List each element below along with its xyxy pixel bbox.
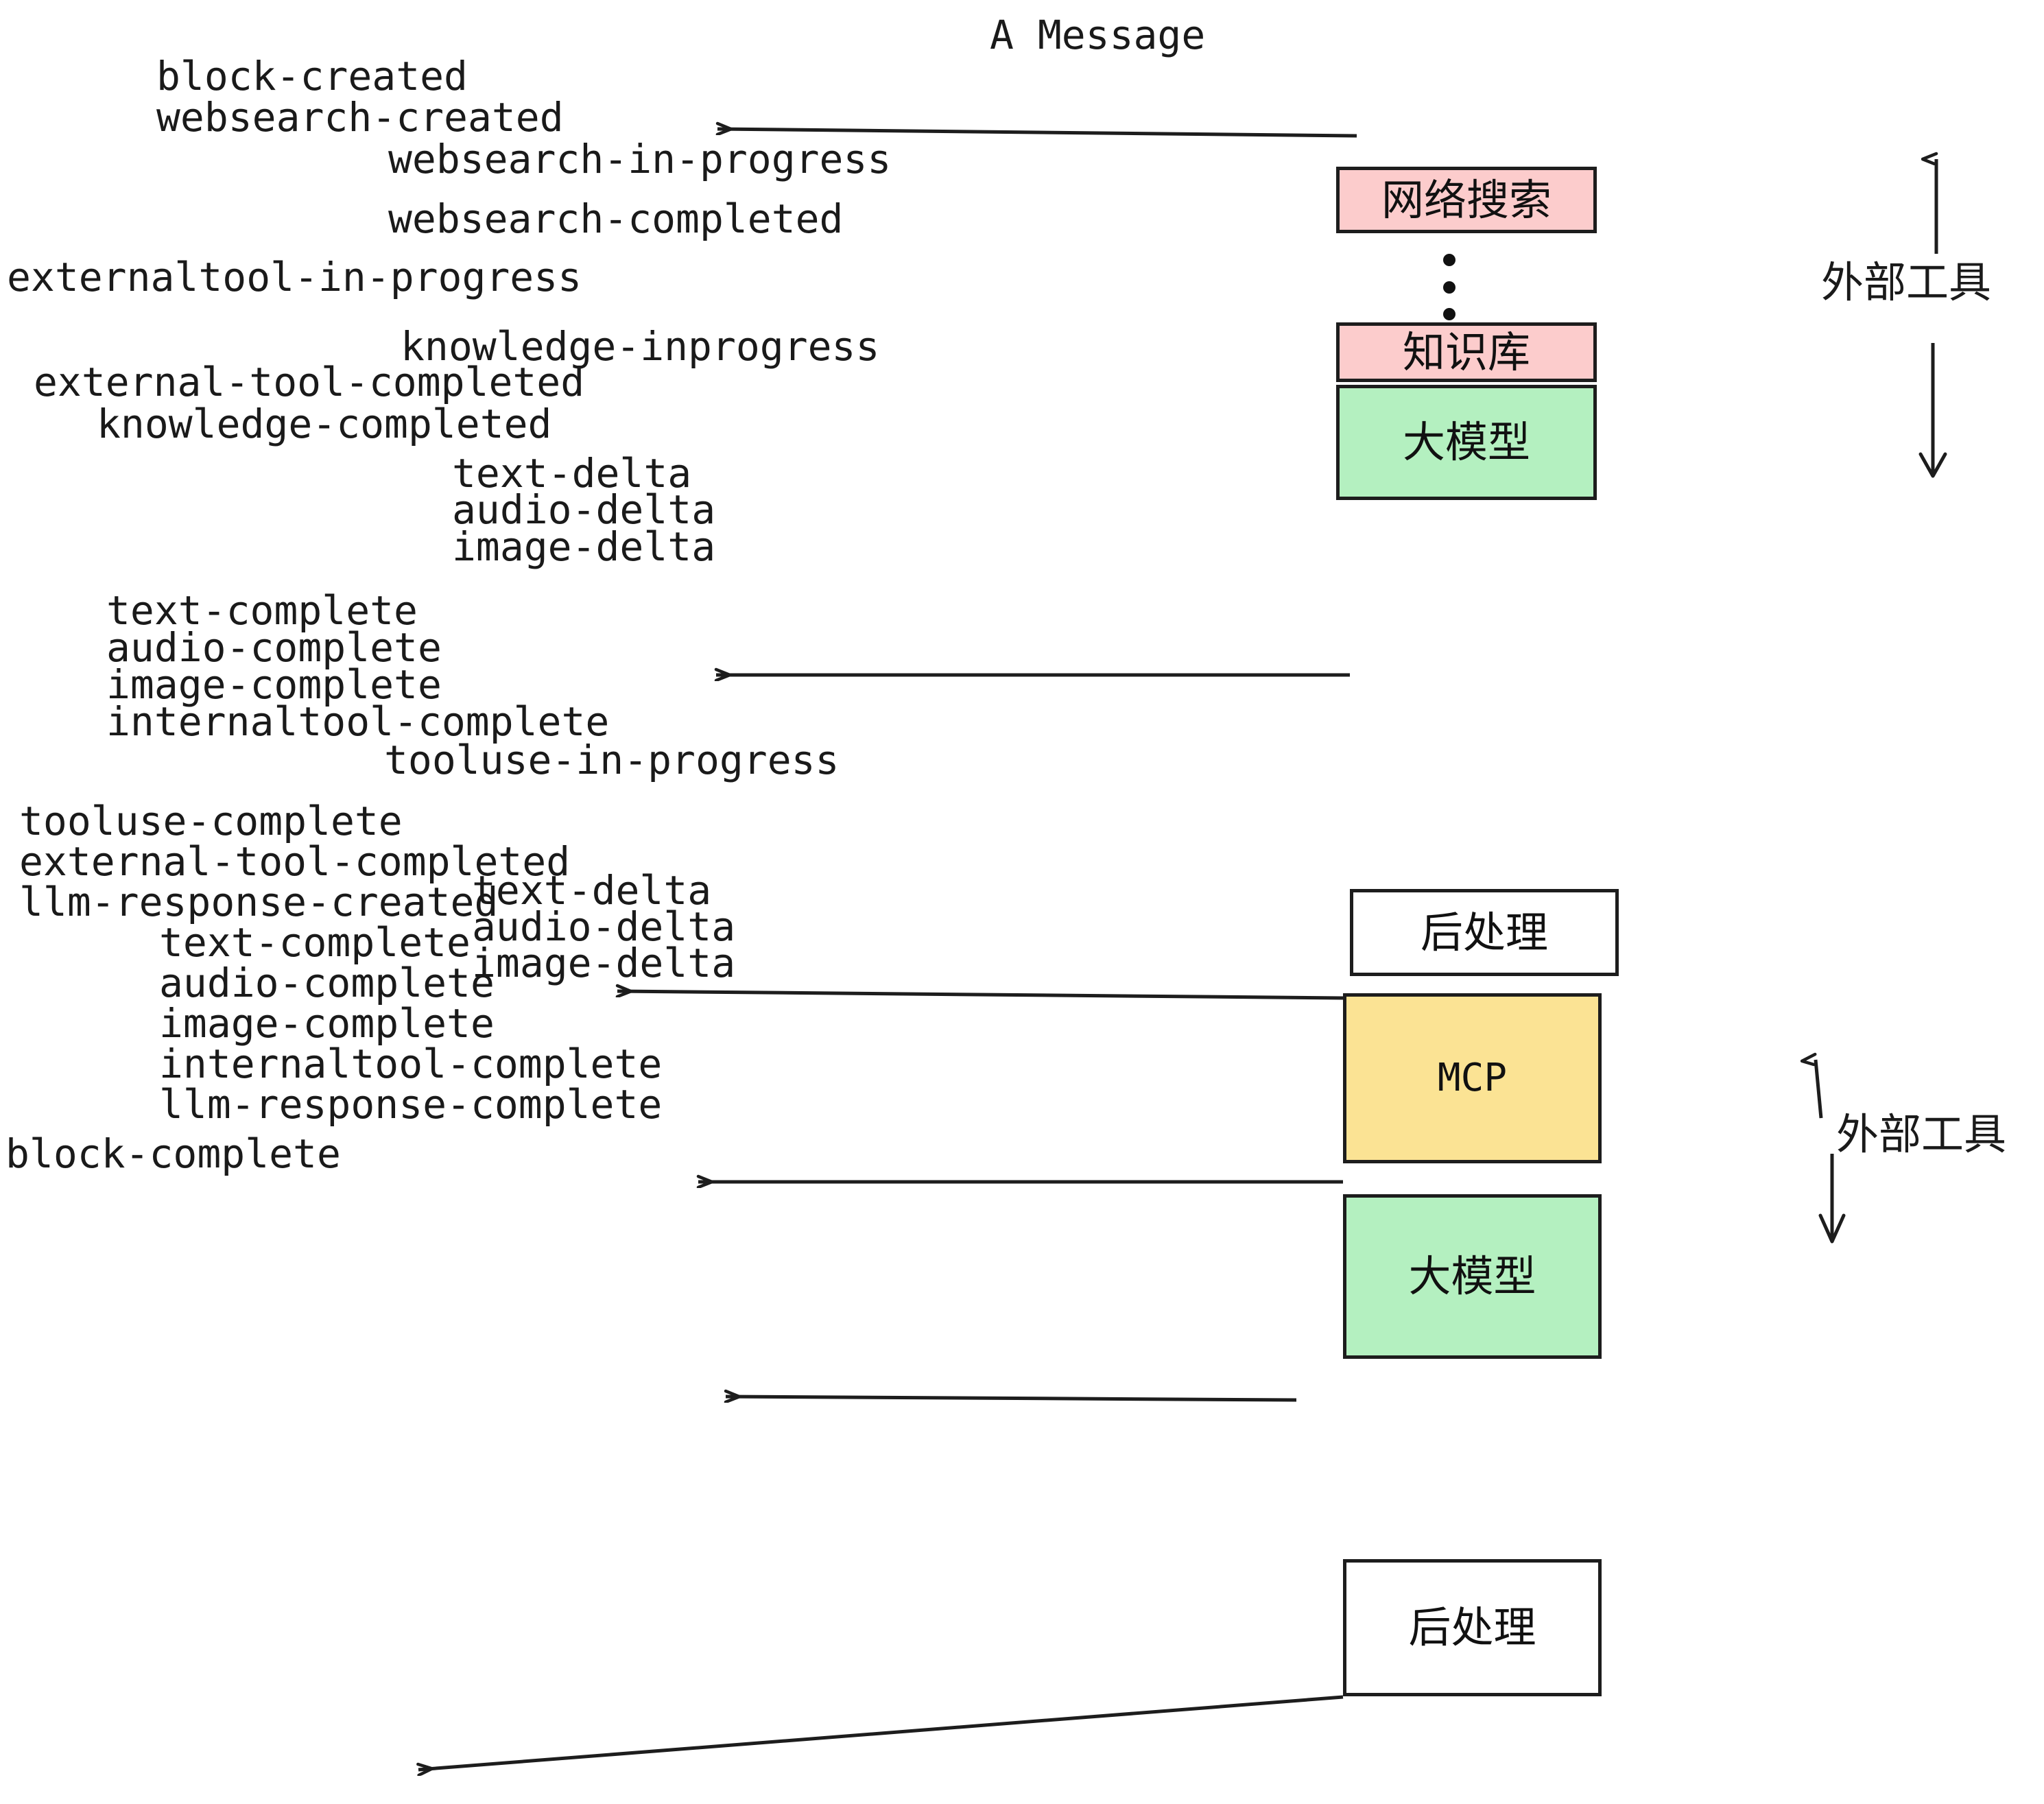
external-tool-arrowhead-down-top — [1918, 452, 1947, 478]
arrow-block-created — [717, 129, 1357, 138]
event-label-websearch-completed: websearch-completed — [388, 195, 844, 242]
event-label-image-delta-1: image-delta — [452, 523, 716, 570]
event-label-audio-complete-1: audio-complete — [106, 624, 442, 671]
ellipsis-dot — [1443, 254, 1455, 266]
side-label-external-tool-top: 外部工具 — [1821, 257, 1992, 307]
external-tool-arrowhead-down-bottom — [1818, 1213, 1846, 1244]
event-label-image-complete-1: image-complete — [106, 661, 442, 708]
event-label-external-tool-completed-2: external-tool-completed — [19, 838, 571, 885]
event-label-llm-response-created: llm-response-created — [19, 879, 499, 925]
event-label-audio-delta-2: audio-delta — [472, 903, 736, 950]
component-box-mcp: MCP — [1343, 993, 1602, 1163]
component-box-postprocess-first: 后处理 — [1350, 889, 1619, 976]
arrow-image-complete — [617, 991, 1344, 1000]
event-label-internaltool-complete-2: internaltool-complete — [159, 1041, 663, 1087]
event-label-text-delta-2: text-delta — [472, 867, 712, 914]
event-label-image-complete-2: image-complete — [159, 1000, 495, 1047]
event-label-tooluse-complete: tooluse-complete — [19, 798, 403, 844]
component-box-label: 后处理 — [1408, 1602, 1536, 1652]
event-label-image-delta-2: image-delta — [472, 940, 736, 986]
component-box-knowledge: 知识库 — [1336, 322, 1597, 382]
event-label-websearch-in-progress: websearch-in-progress — [388, 136, 892, 182]
ellipsis-dot — [1443, 308, 1455, 320]
event-label-block-complete: block-complete — [5, 1130, 341, 1177]
event-label-tooluse-in-progress: tooluse-in-progress — [384, 737, 840, 783]
external-tool-arrow-up-bottom — [1816, 1060, 1823, 1119]
component-box-label: 大模型 — [1408, 1251, 1536, 1301]
event-label-audio-complete-2: audio-complete — [159, 960, 495, 1006]
arrow-block-complete — [418, 1695, 1344, 1770]
event-label-websearch-created: websearch-created — [156, 94, 564, 141]
component-box-label: 网络搜索 — [1381, 174, 1552, 225]
component-box-label: 大模型 — [1402, 417, 1530, 467]
event-label-text-complete-1: text-complete — [106, 587, 418, 634]
side-label-external-tool-bottom: 外部工具 — [1836, 1109, 2007, 1159]
event-label-llm-response-complete: llm-response-complete — [159, 1081, 663, 1128]
event-label-knowledge-inprogress: knowledge-inprogress — [401, 323, 880, 370]
component-box-label: MCP — [1437, 1056, 1508, 1100]
arrow-audio-complete — [726, 1397, 1297, 1400]
component-box-llm-first: 大模型 — [1336, 385, 1597, 500]
event-label-text-delta-1: text-delta — [452, 450, 692, 497]
event-label-knowledge-completed: knowledge-completed — [97, 401, 552, 447]
page-title: A Message — [990, 12, 1206, 58]
component-box-websearch: 网络搜索 — [1336, 167, 1597, 233]
component-box-label: 后处理 — [1420, 907, 1548, 958]
event-label-external-tool-completed-1: external-tool-completed — [34, 359, 585, 405]
event-label-text-complete-2: text-complete — [159, 919, 471, 966]
component-box-llm-second: 大模型 — [1343, 1194, 1602, 1359]
component-box-label: 知识库 — [1402, 327, 1530, 377]
ellipsis-vertical — [1443, 254, 1455, 320]
event-label-block-created: block-created — [156, 53, 468, 99]
event-label-audio-delta-1: audio-delta — [452, 486, 716, 533]
event-label-externaltool-in-progress: externaltool-in-progress — [7, 254, 582, 300]
component-box-postprocess-second: 后处理 — [1343, 1559, 1602, 1696]
event-label-internaltool-complete-1: internaltool-complete — [106, 698, 610, 745]
ellipsis-dot — [1443, 281, 1455, 294]
